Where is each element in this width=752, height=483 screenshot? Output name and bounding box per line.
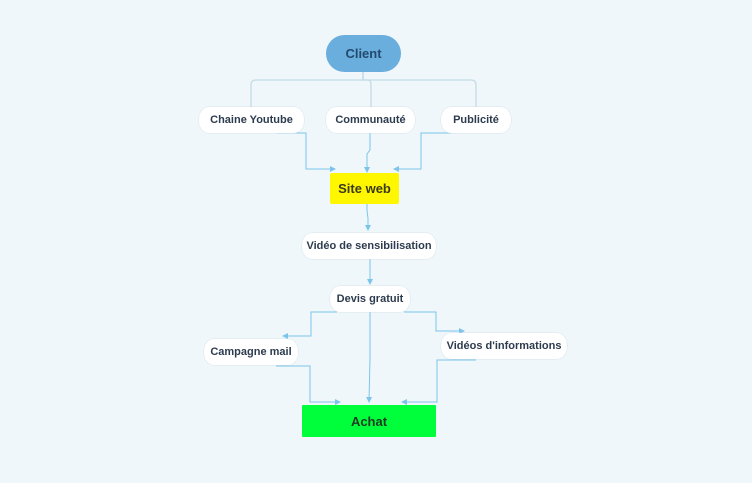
edge-communaute-site <box>364 133 371 173</box>
node-videos-informations[interactable]: Vidéos d'informations <box>441 333 567 359</box>
edge-client-youtube <box>250 72 364 107</box>
edge-devis-info <box>404 311 465 334</box>
edge-devis-achat <box>366 312 373 403</box>
edge-mail-achat <box>276 365 341 405</box>
node-campagne-mail[interactable]: Campagne mail <box>204 339 298 365</box>
node-client[interactable]: Client <box>326 35 401 72</box>
node-video-sensibilisation[interactable]: Vidéo de sensibilisation <box>302 233 436 259</box>
edge-info-achat <box>401 359 476 405</box>
node-publicite[interactable]: Publicité <box>441 107 511 133</box>
edge-client-publicite <box>362 72 477 107</box>
node-achat[interactable]: Achat <box>302 405 436 437</box>
node-communaute[interactable]: Communauté <box>326 107 415 133</box>
node-devis-gratuit[interactable]: Devis gratuit <box>330 286 410 312</box>
edge-devis-mail <box>282 311 337 339</box>
edge-site-video <box>365 204 371 231</box>
edge-publicite-site <box>393 132 452 172</box>
edge-client-communaute <box>362 72 372 107</box>
edge-youtube-site <box>277 132 336 172</box>
node-chaine-youtube[interactable]: Chaine Youtube <box>199 107 304 133</box>
node-site-web[interactable]: Site web <box>330 173 399 204</box>
